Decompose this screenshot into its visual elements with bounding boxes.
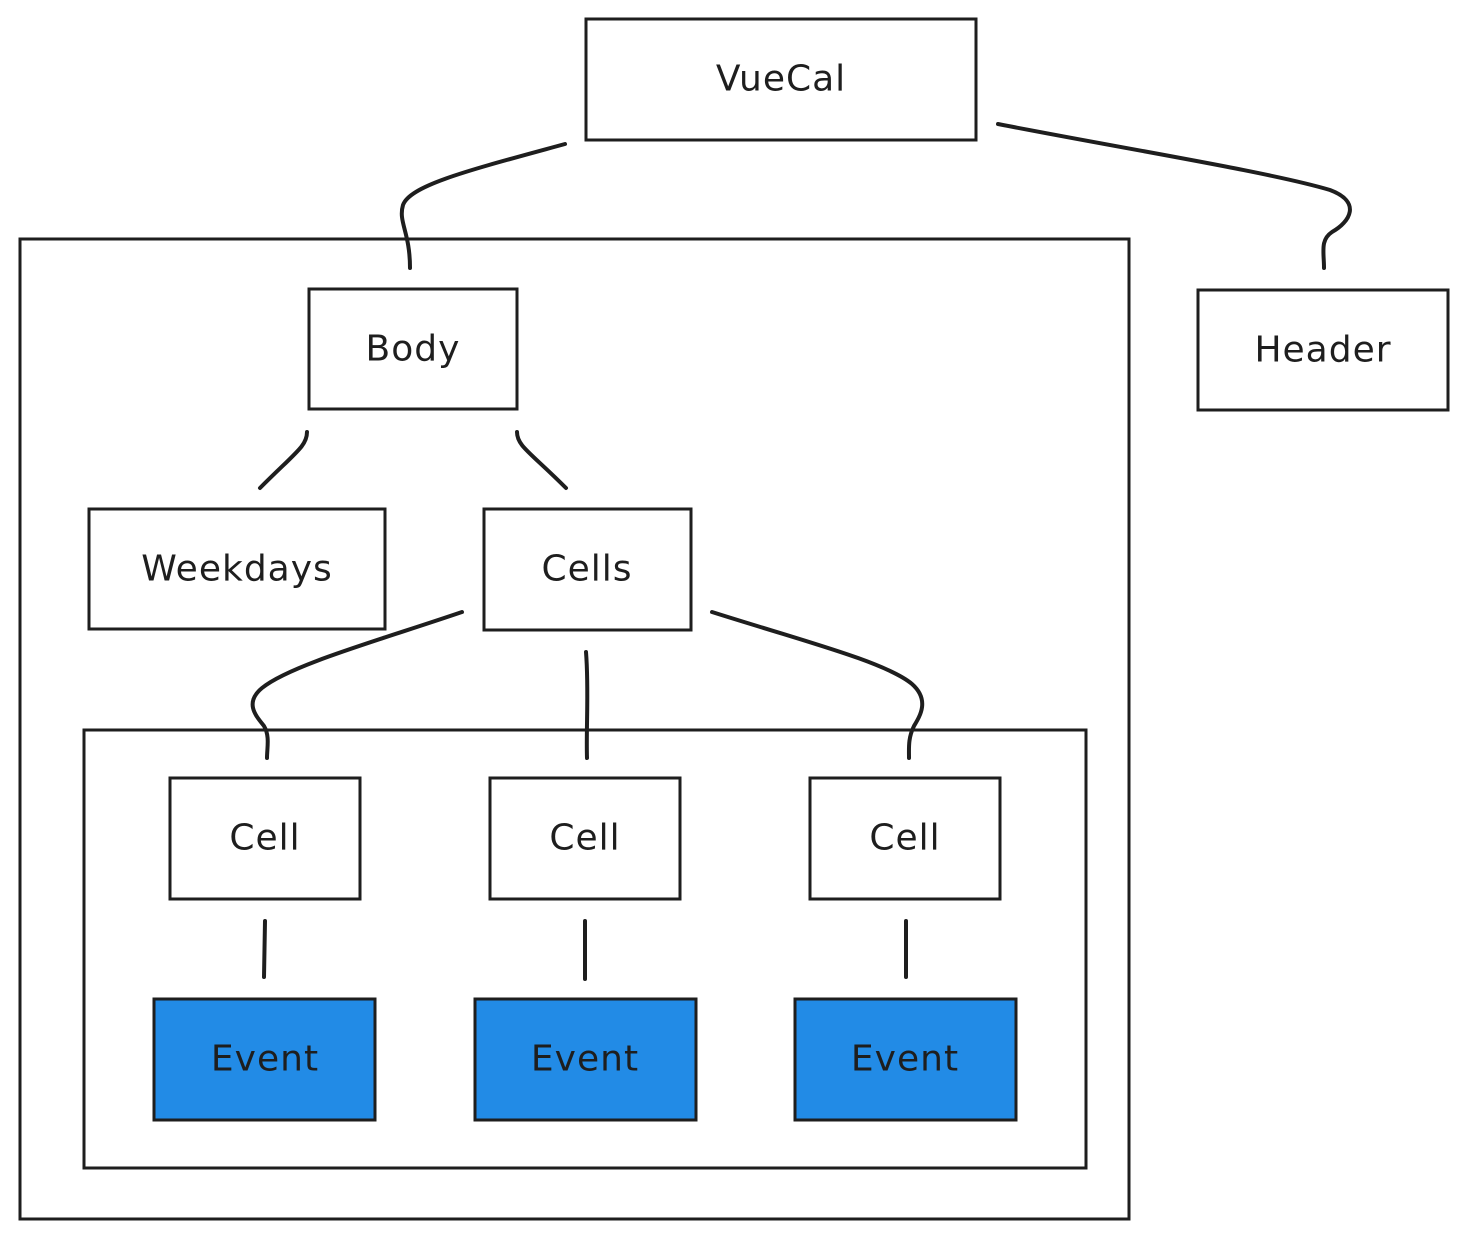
node-cells: Cells (482, 507, 693, 632)
node-event-1-label: Event (211, 1039, 319, 1080)
node-vuecal-label: VueCal (716, 59, 846, 100)
edge-vuecal-body (399, 142, 567, 270)
node-cell-1-label: Cell (229, 818, 300, 859)
node-cell-2: Cell (488, 776, 682, 901)
event-2-box (473, 997, 698, 1122)
node-cell-3-label: Cell (869, 818, 940, 859)
node-event-1: Event (152, 997, 377, 1122)
node-event-3-label: Event (851, 1039, 959, 1080)
node-vuecal: VueCal (584, 17, 978, 142)
edge-cells-cell-1 (250, 610, 464, 760)
body-group-frame (18, 237, 1131, 1221)
node-header-label: Header (1254, 330, 1391, 371)
event-3-box (793, 997, 1018, 1122)
edge-body-weekdays (258, 430, 309, 490)
node-event-3: Event (793, 997, 1018, 1122)
node-cell-2-label: Cell (549, 818, 620, 859)
node-body: Body (307, 287, 519, 411)
node-event-2: Event (473, 997, 698, 1122)
edge-body-cells (515, 430, 568, 490)
edge-cells-cell-2 (584, 650, 590, 760)
edge-cell-1-event-1 (262, 919, 267, 979)
node-weekdays-label: Weekdays (141, 549, 333, 590)
node-cell-1: Cell (168, 776, 362, 901)
node-header: Header (1196, 288, 1450, 412)
edge-cells-cell-3 (710, 610, 925, 760)
node-event-2-label: Event (531, 1039, 639, 1080)
node-weekdays: Weekdays (87, 507, 387, 631)
edge-vuecal-header (996, 122, 1352, 270)
node-body-label: Body (366, 329, 461, 370)
node-cells-label: Cells (541, 549, 632, 590)
node-cell-3: Cell (808, 776, 1002, 901)
event-1-box (152, 997, 377, 1122)
